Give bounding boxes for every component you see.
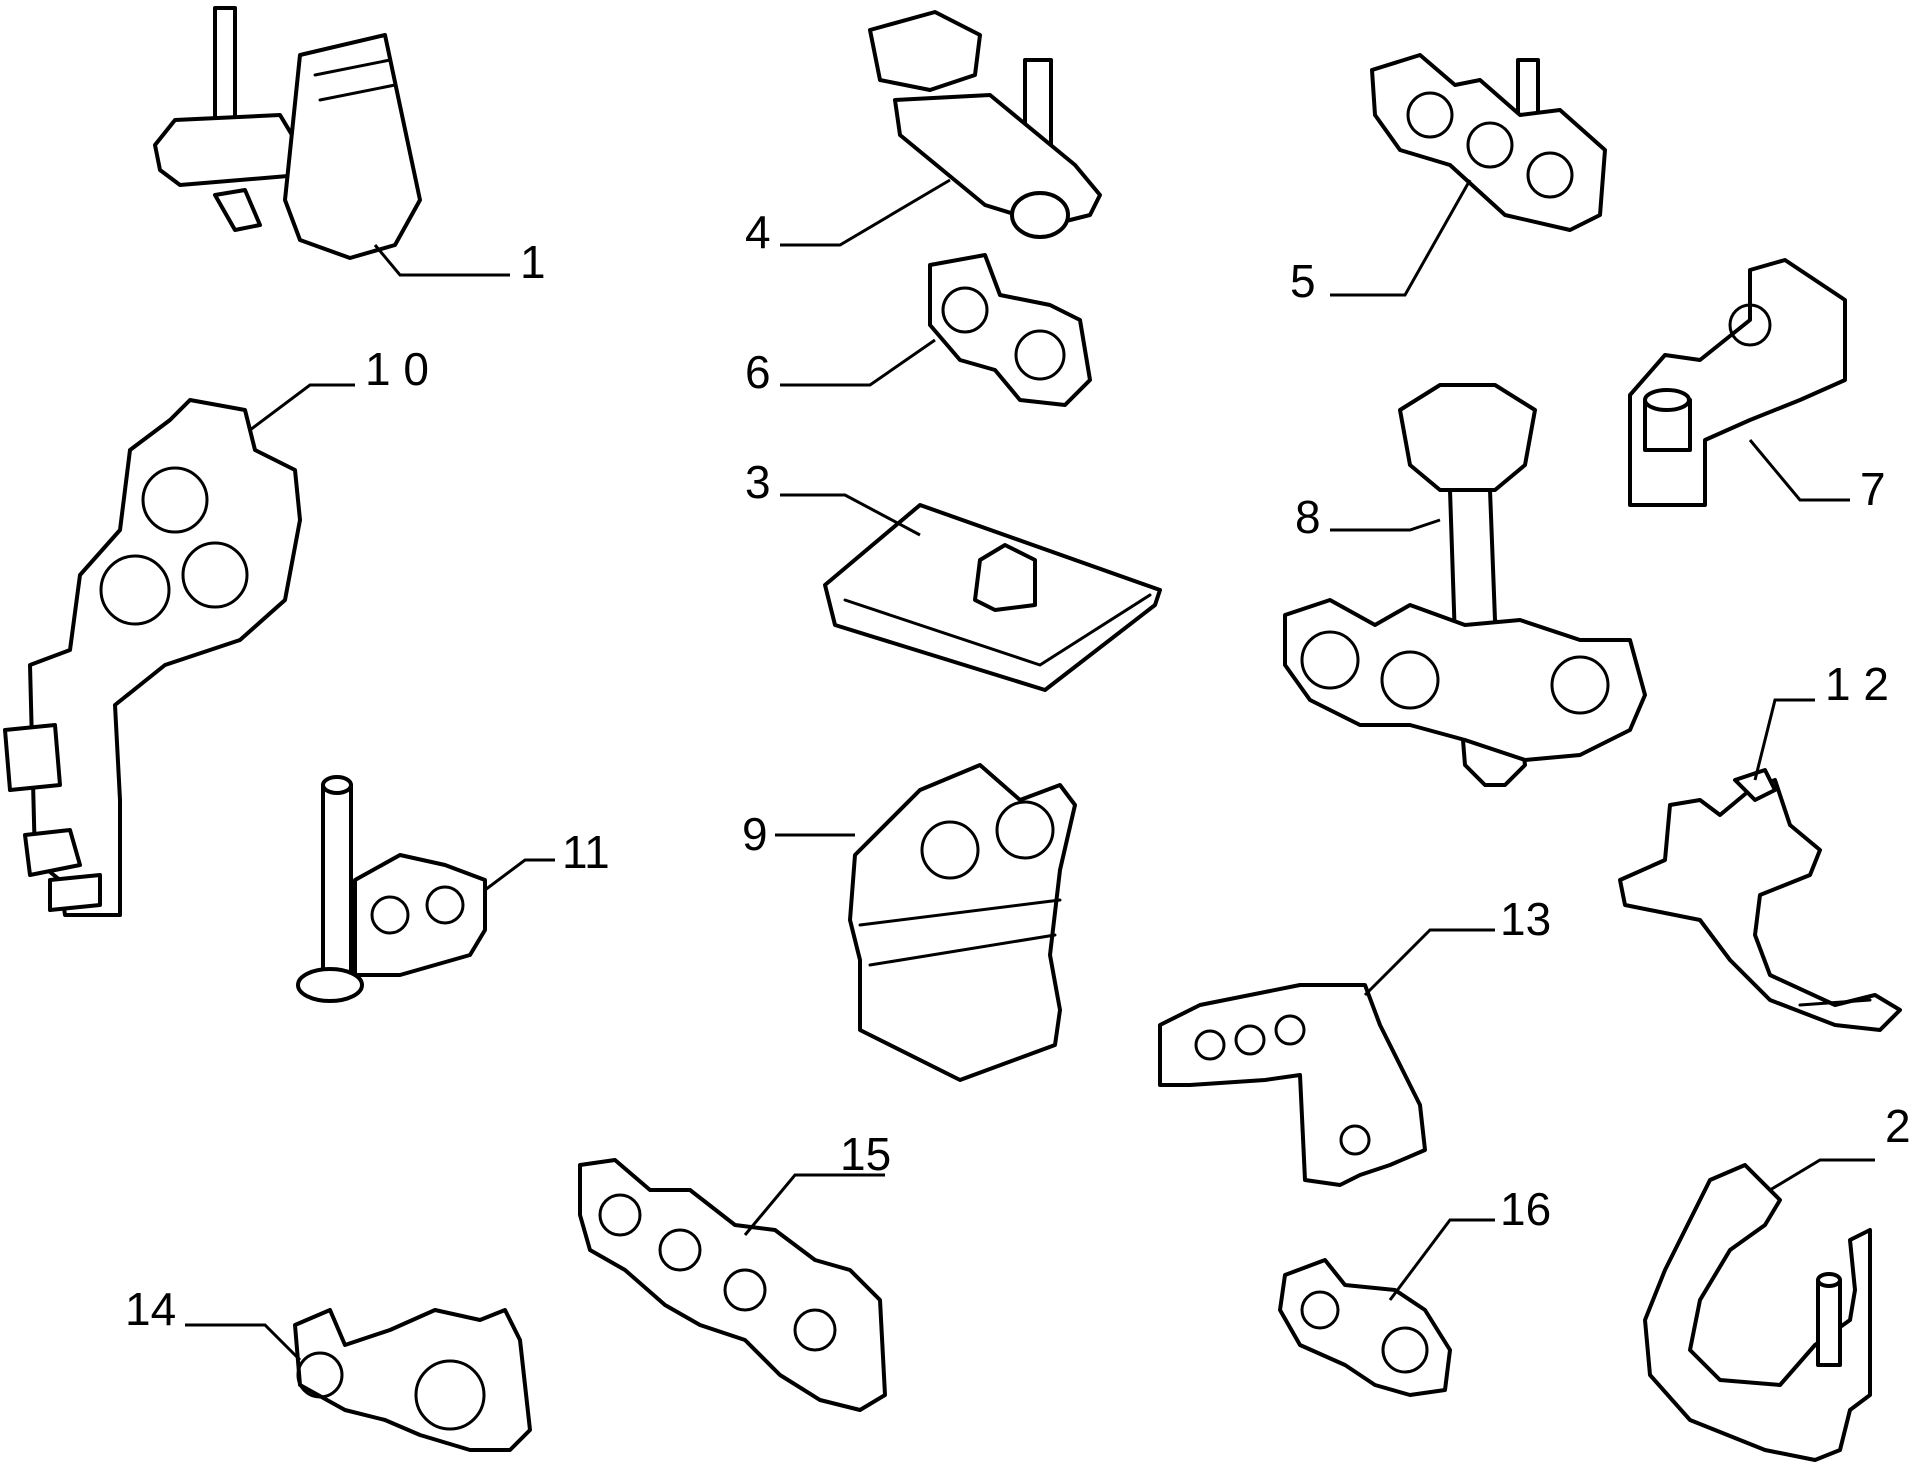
leader-6 bbox=[780, 338, 936, 387]
part-6-clip bbox=[928, 253, 1092, 407]
callout-2: 2 bbox=[1885, 1100, 1911, 1152]
part-3-plate bbox=[823, 503, 1162, 692]
part-7-bracket bbox=[1628, 258, 1847, 507]
callout-12: 1 2 bbox=[1825, 658, 1889, 710]
leader-8 bbox=[1330, 518, 1441, 532]
leader-10 bbox=[249, 383, 355, 432]
leader-14 bbox=[185, 1323, 302, 1362]
part-11-clip bbox=[296, 775, 487, 1003]
callout-9: 9 bbox=[742, 808, 768, 860]
callout-14: 14 bbox=[125, 1283, 176, 1335]
leader-15 bbox=[743, 1173, 885, 1236]
callout-7: 7 bbox=[1860, 463, 1886, 515]
part-10-bracket bbox=[3, 398, 302, 917]
leader-2 bbox=[1769, 1158, 1875, 1192]
callout-16: 16 bbox=[1500, 1183, 1551, 1235]
leader-3 bbox=[780, 493, 921, 537]
leader-7 bbox=[1748, 439, 1850, 502]
callout-3: 3 bbox=[745, 456, 771, 508]
part-5-clip bbox=[1370, 53, 1607, 232]
leader-lines bbox=[185, 178, 1875, 1362]
callout-8: 8 bbox=[1295, 491, 1321, 543]
callout-11: 11 bbox=[562, 826, 610, 878]
callout-5: 5 bbox=[1290, 255, 1316, 307]
leader-4 bbox=[780, 178, 951, 247]
part-4-bracket bbox=[868, 10, 1102, 239]
callout-10: 1 0 bbox=[365, 343, 429, 395]
part-13-bracket bbox=[1158, 983, 1427, 1187]
part-15-clip bbox=[578, 1158, 887, 1412]
leader-5 bbox=[1330, 179, 1472, 297]
part-8-knob-clip bbox=[1283, 383, 1647, 787]
leader-12 bbox=[1753, 698, 1815, 781]
callout-labels: 1 2 3 4 5 6 7 8 9 1 0 11 1 2 13 14 15 16 bbox=[125, 206, 1911, 1335]
callout-13: 13 bbox=[1500, 893, 1551, 945]
part-9-clip bbox=[848, 763, 1077, 1082]
callout-6: 6 bbox=[745, 346, 771, 398]
part-16-clip bbox=[1278, 1258, 1452, 1397]
callout-15: 15 bbox=[840, 1128, 891, 1180]
part-14-clip bbox=[293, 1308, 532, 1452]
leader-1 bbox=[373, 244, 510, 277]
leader-11 bbox=[484, 858, 555, 892]
part-1-clip bbox=[153, 6, 422, 260]
callout-1: 1 bbox=[520, 236, 546, 288]
leader-13 bbox=[1363, 928, 1495, 997]
part-2-clip bbox=[1643, 1163, 1872, 1462]
callout-4: 4 bbox=[745, 206, 771, 258]
leader-16 bbox=[1388, 1218, 1495, 1301]
part-12-bracket bbox=[1618, 768, 1902, 1032]
